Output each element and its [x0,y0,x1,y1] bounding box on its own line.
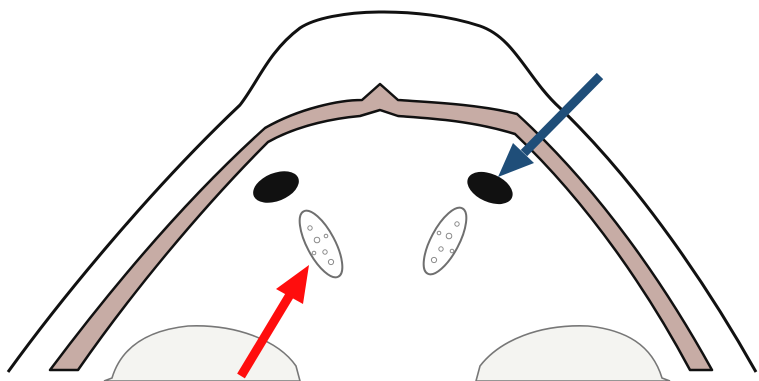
background [0,0,759,381]
anatomical-diagram [0,0,759,381]
